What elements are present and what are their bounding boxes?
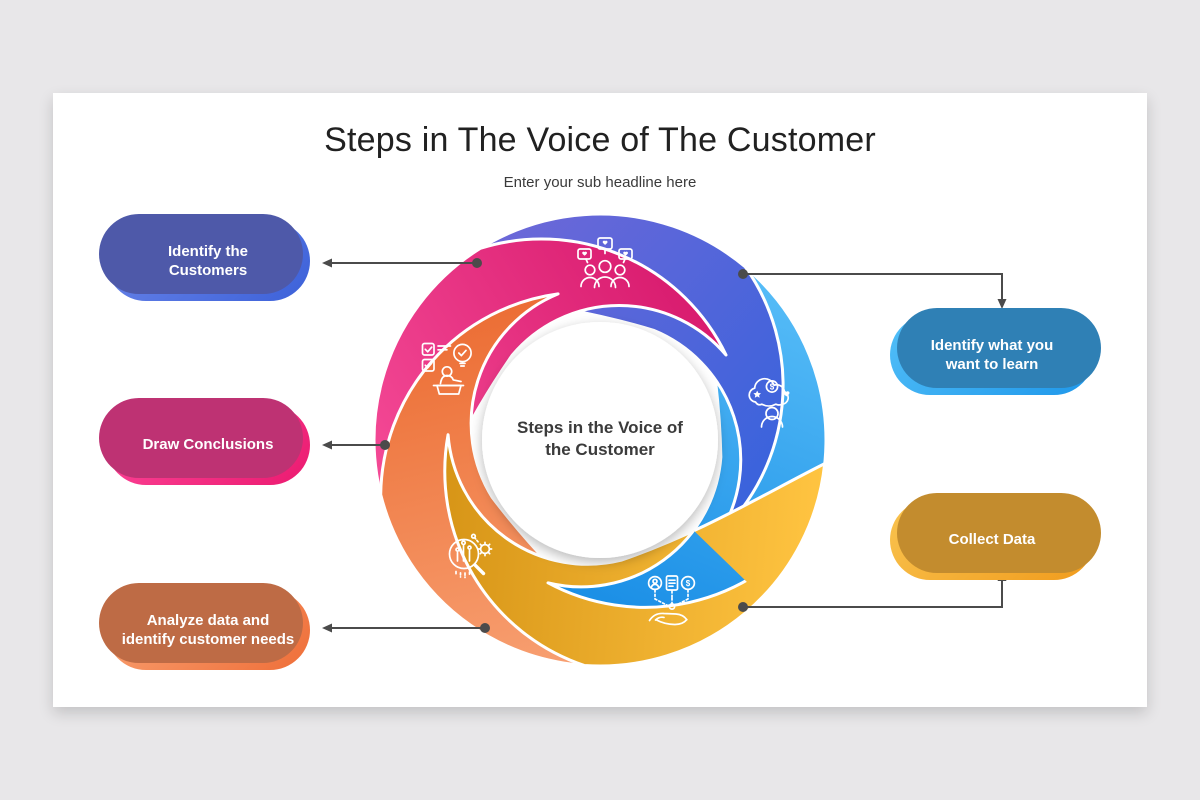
pill-analyze-data[interactable]: Analyze data and identify customer needs [106, 590, 310, 670]
sub-headline: Enter your sub headline here [503, 174, 697, 191]
pill-label: Identify what you want to learn [930, 336, 1054, 373]
pill-label: Collect Data [948, 531, 1036, 549]
page-title: Steps in The Voice of The Customer [324, 121, 876, 159]
dollar-glyph: $ [770, 382, 775, 391]
diagram-center-label: Steps in the Voice of the Customer [517, 418, 683, 460]
pill-label: Identify the Customers [167, 242, 248, 279]
pill-label: Draw Conclusions [142, 436, 274, 454]
hand-data-network-icon: $ [647, 575, 696, 626]
voc-swirl-diagram: $ $ [370, 210, 830, 670]
center-circle [482, 322, 718, 558]
pill-draw-conclusions[interactable]: Draw Conclusions [106, 405, 310, 485]
person-thought-cloud-icon: $ [748, 377, 790, 428]
pill-label: Analyze data and identify customer needs [121, 611, 295, 648]
analyze-magnifier-icon [448, 533, 493, 579]
dollar-glyph: $ [686, 579, 691, 588]
pill-collect-data[interactable]: Collect Data [890, 500, 1094, 580]
pill-identify-customers[interactable]: Identify the Customers [106, 221, 310, 301]
customers-group-icon [577, 237, 633, 289]
pill-identify-what-to-learn[interactable]: Identify what you want to learn [890, 315, 1094, 395]
conclusions-podium-icon [421, 342, 472, 395]
